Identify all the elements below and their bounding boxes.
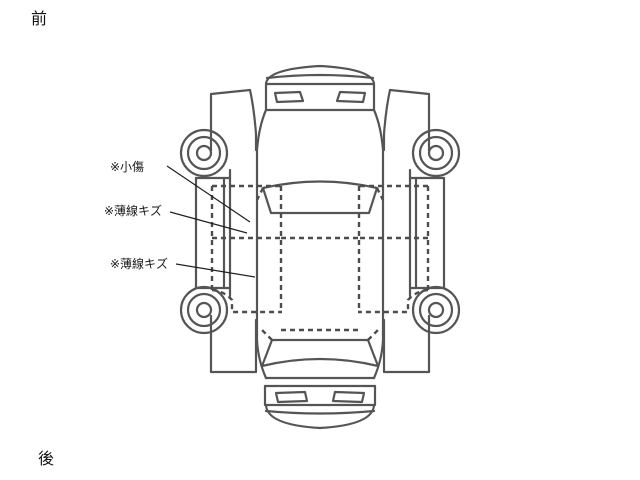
- right-side-rear-panel: [382, 314, 431, 374]
- roof-rear-pillar-right: [367, 329, 379, 341]
- left-side-rear-panel: [209, 314, 258, 374]
- rear-window-outline: [260, 338, 380, 368]
- roof-front-pillar-left: [255, 187, 265, 201]
- rear-right-wheel-outer: [411, 285, 461, 335]
- headlight-left: [273, 90, 305, 104]
- damage-annotation-label: ※薄線キズ: [104, 204, 163, 218]
- right-side-roofline: [382, 88, 431, 152]
- left-door-bottom-seam: [211, 288, 282, 314]
- roof-front-pillar-right: [375, 187, 385, 201]
- front-clip-right: [372, 108, 385, 178]
- orientation-label-front: 前: [31, 9, 48, 28]
- leader-lines: [166, 165, 256, 278]
- damage-annotation-label: ※薄線キズ: [110, 257, 169, 271]
- rear-bumper-band-1: [263, 384, 377, 407]
- rear-left-wheel-outer: [179, 285, 229, 335]
- leader-line-1: [169, 211, 248, 234]
- taillight-right: [331, 390, 366, 404]
- leader-line-2: [175, 263, 256, 278]
- front-clip-left: [255, 108, 268, 178]
- rear-clip-left: [255, 338, 268, 380]
- windshield-outline: [261, 180, 379, 215]
- rear-bumper-band-2: [264, 409, 376, 415]
- rear-bumper-outline: [264, 403, 376, 430]
- headlight-right: [335, 90, 367, 104]
- leader-line-0: [166, 165, 251, 223]
- rear-right-wheel-mid: [418, 292, 454, 328]
- hood-outline: [264, 82, 376, 112]
- front-left-wheel-hub: [195, 144, 213, 162]
- left-side-roofline: [209, 88, 258, 152]
- rear-left-wheel-mid: [186, 292, 222, 328]
- rear-right-wheel-hub: [427, 301, 445, 319]
- roof-rear-pillar-left: [261, 329, 273, 341]
- right-door-bottom-seam: [358, 288, 429, 314]
- front-bumper-band: [265, 73, 375, 80]
- front-right-wheel-outer: [411, 128, 461, 178]
- rear-clip-right: [372, 338, 385, 380]
- front-right-wheel-mid: [418, 135, 454, 171]
- front-right-wheel-hub: [427, 144, 445, 162]
- taillight-left: [274, 390, 309, 404]
- orientation-label-rear: 後: [38, 449, 55, 468]
- front-left-wheel-outer: [179, 128, 229, 178]
- front-left-wheel-mid: [186, 135, 222, 171]
- damage-annotation-label: ※小傷: [110, 160, 145, 174]
- rear-left-wheel-hub: [195, 301, 213, 319]
